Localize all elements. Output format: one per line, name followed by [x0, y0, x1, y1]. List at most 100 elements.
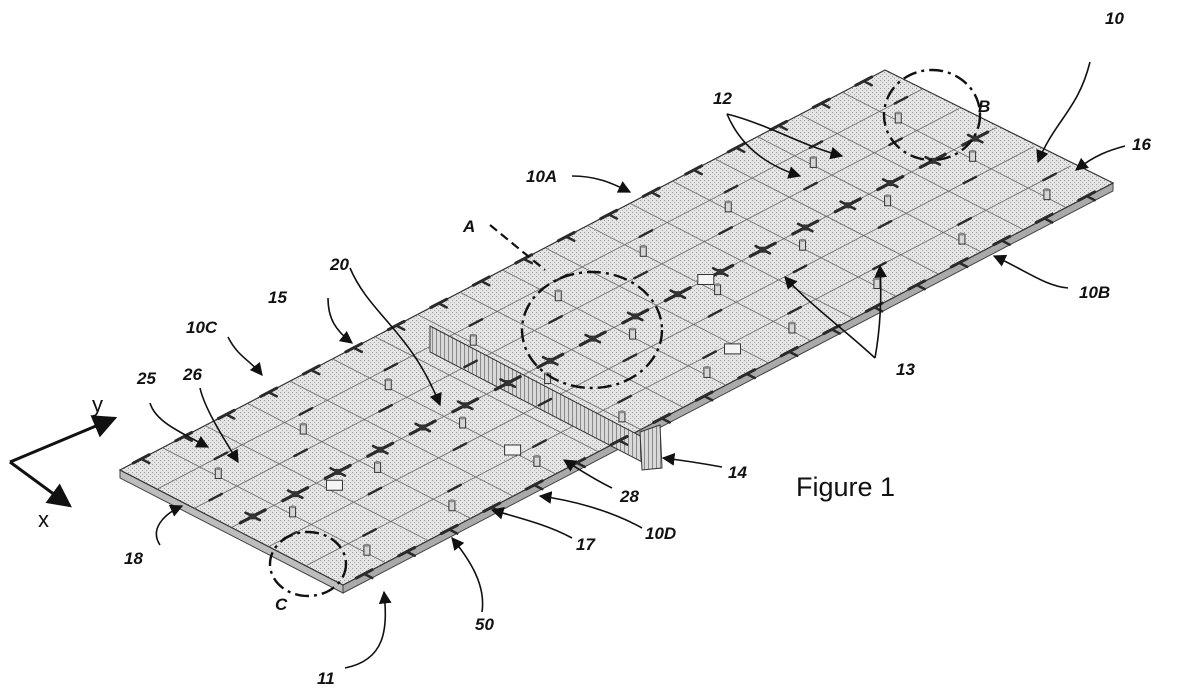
edge-clamp: [353, 346, 363, 354]
edge-clamp: [778, 124, 788, 131]
label-detail-A: A: [462, 217, 475, 236]
edge-clamp: [140, 458, 151, 465]
panel-clip: [803, 181, 818, 191]
panel-clip: [383, 362, 399, 372]
clamp-hub: [929, 157, 936, 164]
edge-clamp: [650, 191, 661, 198]
post-cap: [289, 505, 296, 509]
edge-clamp: [268, 391, 278, 398]
post-cap: [555, 289, 562, 293]
clamp-hub: [504, 380, 511, 387]
edge-clamp: [1086, 195, 1096, 202]
post-cap: [958, 232, 965, 236]
post-cap: [714, 283, 721, 287]
post-cap: [884, 194, 891, 198]
post-cap: [300, 422, 307, 426]
post-cap: [533, 454, 540, 458]
panel-clip: [208, 492, 223, 502]
label-20: 20: [329, 255, 349, 274]
panel-clip: [378, 403, 393, 413]
edge-clamp: [533, 484, 544, 491]
post-cap: [788, 321, 795, 325]
access-hatch: [325, 479, 343, 491]
edge-clamp: [608, 213, 618, 220]
label-28: 28: [619, 487, 639, 506]
edge-clamp: [183, 435, 193, 443]
post-cap: [470, 333, 477, 337]
deck-grid: [156, 88, 1072, 567]
edge-clamp: [1001, 239, 1011, 246]
clamp-hub: [632, 313, 639, 320]
edge-clamp: [863, 80, 873, 87]
post-cap: [374, 460, 381, 464]
grid-line: [305, 165, 1072, 567]
edge-clamp: [661, 417, 671, 424]
panel-clip: [877, 220, 893, 229]
detail-circle-b: [882, 68, 982, 162]
panel-clip: [707, 308, 723, 318]
post-cap: [448, 499, 455, 503]
post-cap: [703, 365, 710, 369]
clamp-hub: [674, 291, 681, 298]
clamp-hub: [249, 513, 256, 520]
panel-clip: [622, 353, 638, 363]
label-10B: 10B: [1079, 283, 1110, 302]
panel-clip: [468, 318, 484, 327]
edge-clamp: [406, 550, 416, 558]
clamp-hub: [717, 268, 724, 275]
panel-clip: [638, 229, 654, 239]
post-cap: [215, 467, 222, 471]
panel-clip: [792, 264, 808, 274]
edge-clamp: [735, 146, 746, 154]
panel-clip: [537, 397, 553, 407]
edge-clamp: [1043, 217, 1054, 224]
label-detail-C: C: [275, 595, 288, 614]
edge-clamp: [576, 461, 586, 469]
grid-line: [231, 127, 997, 528]
clamp-hub: [972, 135, 979, 142]
edge-clamp: [746, 373, 756, 380]
callout-labels: 10 16 12 10A 10B 13 14 15 20 10C 25 26 2…: [124, 9, 1151, 688]
post-cap: [629, 327, 636, 331]
detail-circle-a: [520, 270, 664, 390]
panel-clip: [362, 528, 377, 537]
panel-clip: [893, 95, 909, 105]
post-cap: [725, 200, 732, 204]
edge-clamp: [225, 413, 236, 420]
label-15: 15: [268, 288, 287, 307]
label-10C: 10C: [186, 318, 218, 337]
panel-clip: [452, 442, 468, 452]
grid-line: [268, 146, 1034, 548]
access-hatch: [724, 343, 742, 355]
callout-leaders: [149, 61, 1126, 669]
label-10: 10: [1105, 9, 1124, 28]
label-14: 14: [728, 463, 747, 482]
edge-clamp: [831, 328, 841, 335]
edge-clamp: [523, 258, 533, 265]
y-axis-arrow: [9, 415, 118, 464]
edge-clamp: [565, 235, 576, 243]
x-axis-arrow: [9, 460, 72, 508]
panel-clip: [1042, 172, 1057, 182]
post-cap: [1043, 188, 1050, 192]
panel-clip: [808, 140, 824, 150]
label-18: 18: [124, 549, 143, 568]
deck-fittings: [131, 75, 1097, 580]
detail-circle-c: [268, 530, 348, 598]
label-17: 17: [576, 535, 596, 554]
clamp-hub: [377, 446, 384, 453]
x-axis-label: x: [38, 507, 49, 532]
post-cap: [385, 378, 392, 382]
edge-clamp: [363, 573, 374, 580]
edge-clamp: [693, 169, 703, 176]
grid-line: [156, 88, 923, 490]
label-10A: 10A: [526, 167, 557, 186]
panel-clip: [718, 226, 733, 235]
panel-clip: [213, 451, 229, 461]
post-cap: [969, 149, 976, 153]
post-cap: [459, 416, 466, 420]
y-axis-label: y: [92, 392, 103, 417]
edge-clamp: [448, 528, 459, 535]
panel-clip: [962, 175, 978, 185]
